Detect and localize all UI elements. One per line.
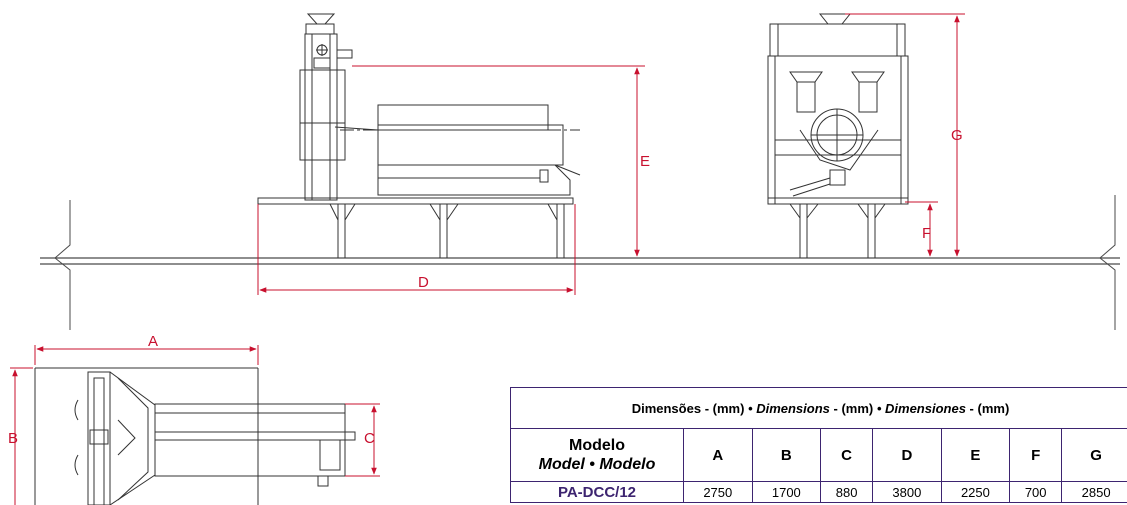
title-separator: - [829,400,842,416]
title-unit: (mm) [841,400,874,416]
dimension-c [345,403,380,477]
front-elevation-view [767,13,909,258]
dimensions-table: Dimensões - (mm) • Dimensions - (mm) • D… [510,387,1127,503]
title-unit: (mm) [712,400,745,416]
title-spanish: Dimensiones [885,400,966,416]
table-header-row: Modelo Model • Modelo A B C D E F G [510,428,1127,482]
value-cell-c: 880 [820,481,874,503]
column-header-a: A [683,428,753,482]
value-cell-a: 2750 [683,481,753,503]
dimension-label-a: A [148,333,158,350]
column-header-e: E [940,428,1011,482]
title-bullet: • [873,400,886,416]
dimension-b [10,367,33,505]
title-separator: - [965,400,978,416]
dimension-g [845,13,965,257]
column-header-f: F [1009,428,1063,482]
dimension-label-b: B [8,430,18,447]
column-header-d: D [872,428,942,482]
value-cell-d: 3800 [872,481,942,503]
dimension-label-g: G [951,127,963,144]
title-unit: (mm) [977,400,1010,416]
dimension-label-f: F [922,225,931,242]
ground-line [40,195,1120,330]
table-row: PA-DCC/12 2750 1700 880 3800 2250 700 28… [510,481,1127,503]
dimension-e [352,65,645,257]
dimension-a [34,345,259,365]
dimension-label-d: D [418,274,429,291]
value-cell-g: 2850 [1061,481,1127,503]
model-header-line1: Modelo [569,437,625,454]
column-header-c: C [820,428,874,482]
dimension-label-c: C [364,430,375,447]
title-separator: - [701,400,713,416]
title-bullet: • [744,400,757,416]
dimension-label-e: E [640,153,650,170]
plan-view [34,367,356,505]
dimension-f [905,201,938,257]
table-title-row: Dimensões - (mm) • Dimensions - (mm) • D… [510,387,1127,429]
model-name-cell: PA-DCC/12 [510,481,684,503]
title-portuguese: Dimensões [631,400,702,416]
model-header-line2: Model • Modelo [538,456,656,473]
value-cell-b: 1700 [751,481,822,503]
column-header-b: B [751,428,822,482]
column-header-g: G [1061,428,1127,482]
title-english: Dimensions [756,400,830,416]
value-cell-e: 2250 [940,481,1011,503]
dimension-d [257,204,576,295]
table-title: Dimensões - (mm) • Dimensions - (mm) • D… [510,387,1127,429]
side-elevation-view [257,13,581,258]
value-cell-f: 700 [1009,481,1063,503]
model-column-header: Modelo Model • Modelo [510,428,684,482]
